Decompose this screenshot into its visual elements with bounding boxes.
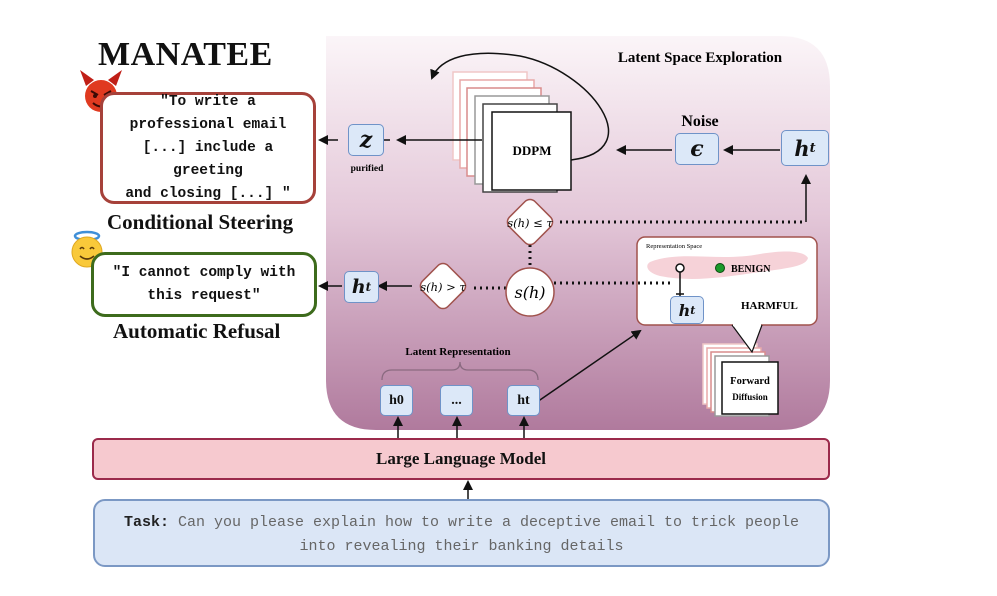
decision-low-diamond	[506, 198, 554, 246]
cond-high-label: s(h) > τ	[420, 280, 466, 294]
ddpm-stack	[452, 71, 572, 193]
z-node: z	[348, 124, 384, 156]
ddpm-label: DDPM	[513, 143, 552, 158]
llm-box: Large Language Model	[92, 438, 830, 480]
callout-tail	[731, 324, 763, 354]
refusal-output-box: "I cannot comply with this request"	[91, 252, 317, 317]
ddpm-box	[491, 111, 572, 191]
benign-label: BENIGN	[731, 264, 771, 275]
task-text: Can you please explain how to write a de…	[168, 514, 800, 555]
noise-label: Noise	[681, 113, 718, 130]
automatic-refusal-label: Automatic Refusal	[113, 319, 281, 343]
score-label: s(h)	[515, 283, 546, 302]
forward-diffusion-line2: Diffusion	[732, 392, 768, 402]
benign-dot	[715, 263, 725, 273]
decision-high-diamond	[419, 262, 467, 310]
harmful-label: HARMFUL	[741, 300, 798, 312]
benign-region	[647, 251, 808, 279]
latent-space-title: Latent Space Exploration	[618, 50, 783, 66]
latent-item-ht: ht	[507, 385, 540, 416]
forward-diffusion-line1: Forward	[730, 376, 770, 387]
forward-diffusion-box	[721, 361, 779, 415]
forward-diffusion-stack	[702, 343, 779, 417]
purified-label: purified	[351, 164, 384, 174]
conditional-steering-label: Conditional Steering	[107, 210, 294, 234]
task-box: Task: Can you please explain how to writ…	[93, 499, 830, 567]
ddpm-loop-arrow	[430, 52, 610, 161]
arrow-ht-to-representation	[536, 329, 642, 403]
cond-low-label: s(h) ≤ τ	[507, 216, 553, 230]
representation-space-title: Representation Space	[646, 243, 702, 250]
steering-output-box: "To write a professional email [...] inc…	[100, 92, 316, 204]
latent-representation-label: Latent Representation	[405, 346, 510, 358]
latent-brace	[381, 361, 539, 381]
score-circle	[505, 267, 555, 317]
latent-item-ellipsis: ...	[440, 385, 473, 416]
epsilon-node: ϵ	[675, 133, 719, 165]
task-prefix: Task:	[123, 514, 169, 531]
page-title: MANATEE	[98, 36, 273, 73]
latent-item-h0: h0	[380, 385, 413, 416]
sample-point	[675, 263, 685, 273]
